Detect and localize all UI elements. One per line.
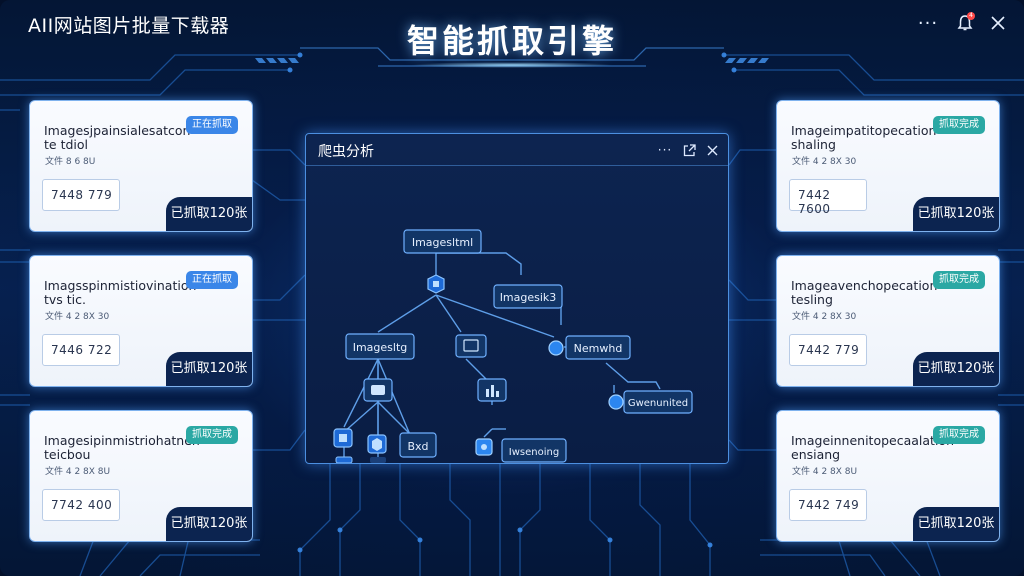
card-id-field[interactable]: 7446 722: [42, 334, 120, 366]
download-count-button[interactable]: 已抓取120张: [913, 352, 999, 386]
task-card[interactable]: Imageinnenitopecaalation ensiang 文件 4 2 …: [776, 410, 1000, 542]
status-badge: 抓取完成: [933, 116, 985, 134]
close-icon: [707, 145, 717, 155]
card-meta: 文件 8 6 8U: [45, 157, 96, 167]
tree-node-root[interactable]: Imagesltml: [403, 229, 482, 254]
card-id-field[interactable]: 7442 749: [789, 489, 867, 521]
tree-leaf[interactable]: [335, 456, 353, 463]
status-badge: 正在抓取: [186, 271, 238, 289]
tree-node-r2[interactable]: Nemwhd: [548, 335, 631, 360]
task-card[interactable]: Imageimpatitopecation shaling 文件 4 2 8X …: [776, 100, 1000, 232]
notification-button[interactable]: 4: [954, 12, 976, 34]
tree-node-branch-left[interactable]: Imagesltg: [345, 333, 415, 360]
status-badge: 抓取完成: [933, 271, 985, 289]
card-meta: 文件 4 2 8X 8U: [45, 467, 111, 477]
download-count-button[interactable]: 已抓取120张: [166, 352, 252, 386]
more-dots-icon: ···: [657, 143, 673, 157]
card-meta: 文件 4 2 8X 30: [792, 312, 857, 322]
crawler-tree-diagram: Imagesltml Imagesik3 Imagesltg: [333, 229, 693, 463]
status-badge: 抓取完成: [933, 426, 985, 444]
tree-node-r2-label: Nemwhd: [574, 342, 623, 355]
camera-icon: [371, 385, 385, 395]
close-window-button[interactable]: [987, 12, 1009, 34]
download-count-button[interactable]: 已抓取120张: [913, 197, 999, 231]
panel-close-button[interactable]: [704, 141, 720, 159]
status-badge: 正在抓取: [186, 116, 238, 134]
card-site-name: Imageavenchopecation tesling: [791, 278, 938, 307]
task-card[interactable]: Imagesipinmistriohatnen teicbou 文件 4 2 8…: [29, 410, 253, 542]
tree-node-camera[interactable]: [363, 378, 393, 402]
notification-badge: 4: [967, 12, 975, 20]
status-badge: 抓取完成: [186, 426, 238, 444]
tree-node-hex[interactable]: [427, 274, 445, 294]
download-count-button[interactable]: 已抓取120张: [913, 507, 999, 541]
popout-icon: [683, 143, 696, 156]
tree-node-image-icon[interactable]: [455, 334, 487, 358]
task-card[interactable]: Imageavenchopecation tesling 文件 4 2 8X 3…: [776, 255, 1000, 387]
tree-node-root-label: Imagesltml: [412, 236, 473, 249]
card-meta: 文件 4 2 8X 30: [45, 312, 110, 322]
card-site-name: Imageimpatitopecation shaling: [791, 123, 937, 152]
tree-node-branch-left-label: Imagesltg: [353, 341, 408, 354]
task-card[interactable]: Imagsspinmistiovination tvs tic. 文件 4 2 …: [29, 255, 253, 387]
close-icon: [991, 16, 1005, 30]
tree-leaf[interactable]: [333, 428, 353, 448]
tree-node-r3-label: Gwenunited: [628, 398, 688, 409]
card-id-field[interactable]: 7742 400: [42, 489, 120, 521]
card-id-field[interactable]: 7442 7600: [789, 179, 867, 216]
tree-leaf-wv[interactable]: Iwsenoing: [475, 438, 567, 463]
card-site-name: Imageinnenitopecaalation ensiang: [791, 433, 954, 462]
download-count-button[interactable]: 已抓取120张: [166, 507, 252, 541]
crawler-analysis-panel: 爬虫分析 ···: [305, 133, 729, 464]
card-id-field[interactable]: 7448 779: [42, 179, 120, 211]
download-count-button[interactable]: 已抓取120张: [166, 197, 252, 231]
card-site-name: Imagsspinmistiovination tvs tic.: [44, 278, 197, 307]
card-site-name: Imagesjpainsialesatcon te tdiol: [44, 123, 191, 152]
title-underline-glow: [410, 62, 614, 68]
panel-title: 爬虫分析: [318, 144, 374, 160]
tree-node-branch-right-label: Imagesik3: [500, 291, 557, 304]
page-title: 智能抓取引擎: [406, 22, 617, 60]
panel-header: 爬虫分析 ···: [306, 134, 728, 166]
tree-leaf-wv-label: Iwsenoing: [509, 447, 559, 458]
more-options-button[interactable]: ···: [917, 12, 939, 34]
tree-node-r3[interactable]: Gwenunited: [608, 390, 693, 414]
panel-more-button[interactable]: ···: [657, 141, 673, 159]
tree-leaf-bxd[interactable]: Bxd: [399, 432, 437, 458]
app-title: AII网站图片批量下载器: [28, 15, 230, 37]
card-id-field[interactable]: 7442 779: [789, 334, 867, 366]
tree-node-chart[interactable]: [477, 378, 507, 402]
card-site-name: Imagesipinmistriohatnen teicbou: [44, 433, 200, 462]
bar-chart-icon: [486, 385, 499, 397]
tree-node-branch-right[interactable]: Imagesik3: [493, 284, 563, 309]
panel-popout-button[interactable]: [681, 141, 697, 159]
tree-leaf-bxd-label: Bxd: [407, 440, 428, 453]
task-card[interactable]: Imagesjpainsialesatcon te tdiol 文件 8 6 8…: [29, 100, 253, 232]
more-dots-icon: ···: [917, 12, 939, 34]
tree-leaf[interactable]: [370, 457, 386, 463]
card-meta: 文件 4 2 8X 30: [792, 157, 857, 167]
tree-leaf[interactable]: [367, 434, 387, 454]
card-meta: 文件 4 2 8X 8U: [792, 467, 858, 477]
image-icon: [463, 339, 479, 352]
